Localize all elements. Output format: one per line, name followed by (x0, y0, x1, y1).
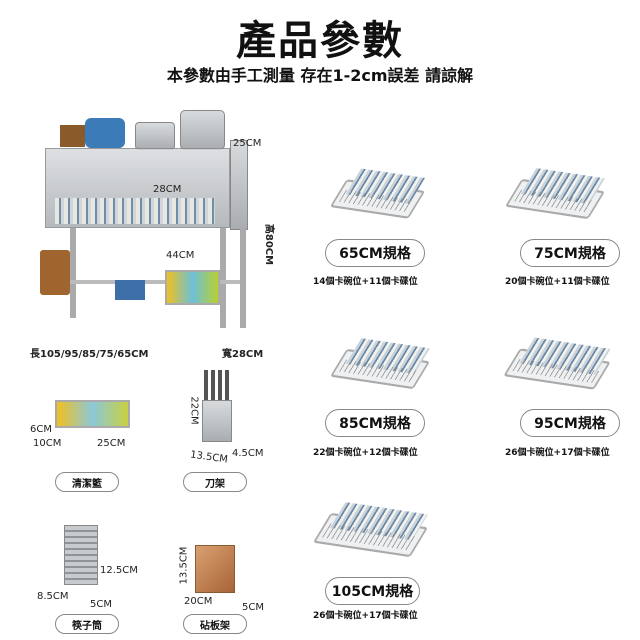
basket-depth: 10CM (33, 438, 62, 449)
knives (204, 370, 232, 400)
accessory-label-cutting-board-rack: 砧板架 (183, 614, 247, 634)
dish-rack-85-image (329, 338, 431, 390)
rice-cooker (85, 118, 125, 148)
accessory-label-knife-holder: 刀架 (183, 472, 247, 492)
towel (115, 280, 145, 300)
board-rack-height: 13.5CM (178, 546, 190, 585)
size-capacity-85: 22個卡碗位+12個卡碟位 (313, 448, 418, 458)
dish-rack-95-image (503, 337, 611, 390)
size-pill-65: 65CM規格 (325, 239, 425, 267)
size-pill-105: 105CM規格 (325, 577, 420, 605)
chopstick-holder-image (64, 525, 98, 585)
board-rack-width: 20CM (184, 596, 213, 607)
basket-height: 6CM (30, 424, 52, 435)
rail (70, 280, 240, 284)
cutting-board-rack-image (195, 545, 235, 593)
chopstick-holder-width: 8.5CM (37, 591, 69, 602)
size-pill-85: 85CM規格 (325, 409, 425, 437)
dim-cabinet-height: 28CM (153, 184, 182, 195)
chopstick-holder-depth: 5CM (90, 599, 112, 610)
dim-total-height: 高80CM (263, 223, 275, 266)
side-panel (230, 140, 248, 230)
size-capacity-105: 26個卡碗位+17個卡碟位 (313, 611, 418, 621)
main-rack-image (30, 110, 260, 350)
plates (55, 198, 215, 224)
dim-length: 長105/95/85/75/65CM (30, 349, 149, 360)
chopstick-holder-height: 12.5CM (100, 565, 138, 576)
size-capacity-95: 26個卡碗位+17個卡碟位 (505, 448, 610, 458)
size-pill-75: 75CM規格 (520, 239, 620, 267)
pot (135, 122, 175, 150)
dim-width: 寬28CM (222, 349, 264, 360)
accessory-label-chopstick-holder: 筷子筒 (55, 614, 119, 634)
dim-clearance: 44CM (166, 250, 195, 261)
knife-holder-image (202, 400, 232, 442)
size-capacity-65: 14個卡碗位+11個卡碟位 (313, 277, 418, 287)
leg (240, 228, 246, 328)
spice-bottles (60, 125, 85, 147)
dish-rack-65-image (329, 168, 426, 219)
accessory-label-cleaning-basket: 清潔籃 (55, 472, 119, 492)
dish-rack-75-image (504, 168, 606, 220)
size-pill-95: 95CM規格 (520, 409, 620, 437)
page-title: 產品參數 (236, 18, 404, 64)
page-subtitle: 本參數由手工測量 存在1-2cm誤差 請諒解 (166, 66, 474, 85)
knife-holder-width: 13.5CM (189, 449, 229, 466)
knife-holder-depth: 4.5CM (232, 448, 264, 459)
size-capacity-75: 20個卡碗位+11個卡碟位 (505, 277, 610, 287)
dim-depth-top: 25CM (233, 138, 262, 149)
knife-holder-height: 22CM (188, 396, 200, 425)
cutting-board (40, 250, 70, 295)
basket (165, 270, 220, 305)
leg (220, 228, 226, 328)
steamer (180, 110, 225, 150)
board-rack-depth: 5CM (242, 602, 264, 613)
dish-rack-105-image (312, 502, 429, 558)
cleaning-basket-image (55, 400, 130, 428)
basket-length: 25CM (97, 438, 126, 449)
leg (70, 228, 76, 318)
